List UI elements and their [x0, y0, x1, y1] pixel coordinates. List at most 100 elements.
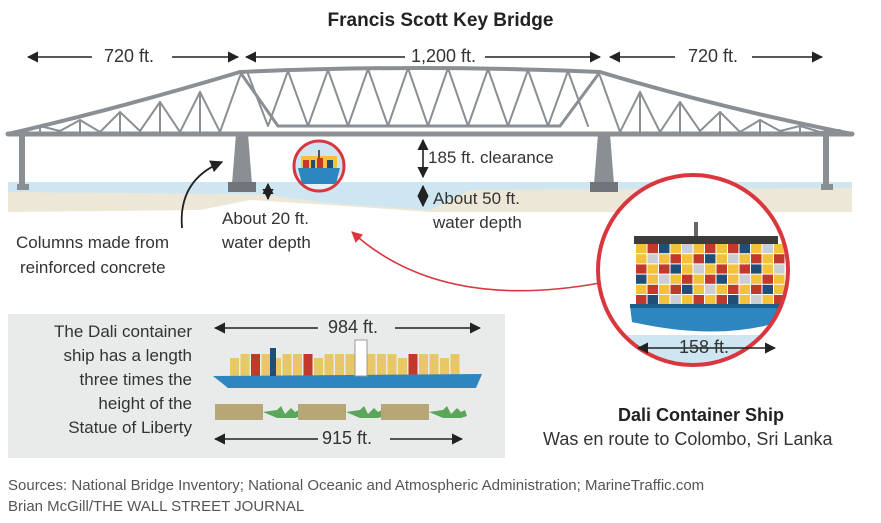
- container-block: [230, 358, 239, 376]
- container-block: [693, 244, 704, 254]
- container-block: [774, 274, 785, 284]
- container-block: [728, 244, 739, 254]
- columns-note-line1: Columns made from: [16, 233, 170, 252]
- ship-subtitle: Was en route to Colombo, Sri Lanka: [543, 429, 833, 449]
- container-block: [636, 264, 647, 274]
- container-block: [693, 295, 704, 305]
- container-block: [636, 274, 647, 284]
- container-block: [751, 254, 762, 264]
- container-block: [705, 274, 716, 284]
- container-block: [716, 254, 727, 264]
- comparison-line: height of the: [98, 394, 192, 413]
- container-block: [647, 274, 658, 284]
- pier-depth-line1: About 20 ft.: [222, 209, 309, 228]
- container-ship-icon: [596, 173, 790, 367]
- container-block: [693, 284, 704, 294]
- container-block: [762, 264, 773, 274]
- container-block: [762, 295, 773, 305]
- container-block: [762, 254, 773, 264]
- container-block: [762, 274, 773, 284]
- center-depth-line2: water depth: [433, 213, 522, 232]
- container-block: [762, 244, 773, 254]
- container-block: [670, 274, 681, 284]
- container-block: [647, 254, 658, 264]
- container-block: [647, 295, 658, 305]
- comparison-line: The Dali container: [54, 322, 192, 341]
- container-block: [670, 295, 681, 305]
- container-block: [659, 295, 670, 305]
- liberty-length-label: 915 ft.: [322, 428, 373, 448]
- container-block: [705, 244, 716, 254]
- span-center-label: 1,200 ft.: [411, 46, 477, 66]
- container-block: [716, 244, 727, 254]
- clearance-label: 185 ft. clearance: [428, 148, 554, 167]
- container-block: [398, 358, 407, 376]
- container-block: [682, 244, 693, 254]
- container-block: [774, 284, 785, 294]
- depth-arrow-icon: [262, 138, 429, 208]
- container-block: [670, 244, 681, 254]
- container-block: [705, 254, 716, 264]
- curved-arrow-icon: [180, 160, 224, 229]
- statue-of-liberty-icon: [215, 404, 467, 420]
- container-block: [335, 354, 344, 376]
- container-block: [419, 354, 428, 376]
- comparison-line: ship has a length: [63, 346, 192, 365]
- container-block: [739, 295, 750, 305]
- container-block: [728, 295, 739, 305]
- container-block: [739, 244, 750, 254]
- container-block: [670, 254, 681, 264]
- small-ship-marker: [292, 139, 346, 193]
- container-block: [751, 264, 762, 274]
- container-block: [272, 358, 281, 376]
- container-block: [636, 254, 647, 264]
- container-block: [739, 284, 750, 294]
- sources-credit: Sources: National Bridge Inventory; Nati…: [8, 477, 705, 494]
- comparison-text: The Dali container ship has a length thr…: [26, 320, 192, 440]
- bridge-truss: [5, 66, 855, 137]
- container-block: [659, 284, 670, 294]
- container-block: [345, 354, 355, 376]
- container-block: [659, 274, 670, 284]
- columns-note-line2: reinforced concrete: [20, 258, 166, 277]
- container-block: [693, 264, 704, 274]
- container-block: [429, 354, 439, 376]
- center-depth-line1: About 50 ft.: [433, 189, 520, 208]
- span-right-label: 720 ft.: [688, 46, 739, 66]
- container-block: [261, 354, 271, 376]
- container-block: [647, 284, 658, 294]
- container-block: [774, 254, 785, 264]
- ship-title: Dali Container Ship: [618, 405, 785, 425]
- container-block: [636, 295, 647, 305]
- container-block: [682, 284, 693, 294]
- container-block: [293, 354, 302, 376]
- container-block: [774, 264, 785, 274]
- container-block: [705, 295, 716, 305]
- container-block: [647, 264, 658, 274]
- container-block: [450, 354, 460, 376]
- container-block: [716, 295, 727, 305]
- length-arrows: [213, 322, 482, 445]
- container-block: [751, 274, 762, 284]
- comparison-line: Statue of Liberty: [68, 418, 192, 437]
- container-block: [670, 284, 681, 294]
- container-block: [366, 354, 376, 376]
- container-block: [682, 274, 693, 284]
- container-block: [693, 254, 704, 264]
- container-block: [716, 264, 727, 274]
- container-block: [728, 284, 739, 294]
- container-block: [324, 354, 334, 376]
- container-block: [303, 354, 313, 376]
- container-block: [659, 254, 670, 264]
- container-block: [314, 358, 323, 376]
- container-block: [659, 244, 670, 254]
- byline-credit: Brian McGill/THE WALL STREET JOURNAL: [8, 498, 305, 515]
- container-block: [774, 295, 785, 305]
- bridge-piers: [17, 134, 833, 192]
- container-block: [240, 354, 250, 376]
- span-left-label: 720 ft.: [104, 46, 155, 66]
- container-block: [728, 254, 739, 264]
- container-block: [440, 358, 449, 376]
- container-block: [647, 244, 658, 254]
